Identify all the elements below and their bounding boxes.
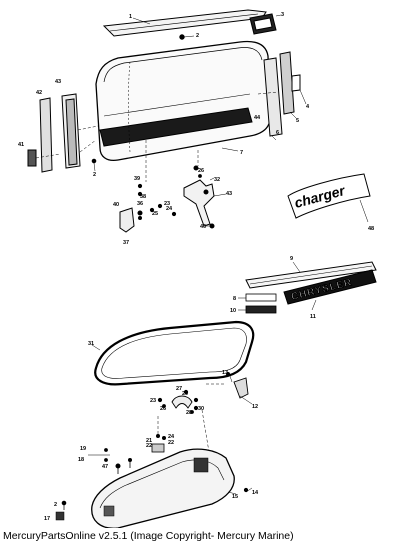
callout-9: 9 <box>290 256 293 262</box>
copyright-footer: MercuryPartsOnline v2.5.1 (Image Copyrig… <box>3 530 294 542</box>
callout-8: 8 <box>233 296 236 302</box>
callout-10: 10 <box>230 308 236 314</box>
callout-17: 17 <box>44 516 50 522</box>
part-left-plate[interactable] <box>27 149 37 167</box>
callout-23b: 23 <box>150 398 156 404</box>
callout-4: 4 <box>306 104 310 110</box>
callout-42: 42 <box>36 90 42 96</box>
callout-15: 15 <box>232 494 238 500</box>
callout-12: 12 <box>252 404 258 410</box>
callout-30: 30 <box>198 406 204 412</box>
callout-26: 26 <box>198 168 204 174</box>
part-plate-8[interactable] <box>245 293 277 302</box>
callout-44: 44 <box>254 115 261 121</box>
callout-7: 7 <box>240 150 243 156</box>
callout-39: 39 <box>134 176 140 182</box>
callout-27: 27 <box>176 386 182 392</box>
callout-25: 25 <box>152 211 158 217</box>
callout-3: 3 <box>281 12 284 18</box>
callout-40: 40 <box>113 202 119 208</box>
part-screw[interactable] <box>179 34 185 40</box>
part-side-trim-right[interactable] <box>263 57 283 137</box>
part-charger-decal[interactable] <box>287 173 371 219</box>
charger-decal-group: charger <box>287 173 371 223</box>
callout-26b: 26 <box>160 406 166 412</box>
callout-37: 37 <box>123 240 129 246</box>
callout-labels: 1 2 3 4 5 6 44 7 2 41 42 43 26 32 43 39 … <box>18 12 374 522</box>
part-hinge-bracket-left[interactable] <box>119 207 135 233</box>
callout-24b: 24 <box>168 434 175 440</box>
callout-19: 19 <box>80 446 86 452</box>
part-side-trim-left-outer[interactable] <box>39 97 53 173</box>
callout-32: 32 <box>214 177 220 183</box>
part-hinge-bracket-right[interactable] <box>183 179 215 227</box>
callout-29: 29 <box>182 391 188 397</box>
exploded-parts-diagram: charger CHRYSLER <box>18 9 377 528</box>
bottom-pan-group <box>91 448 237 528</box>
callout-2: 2 <box>196 33 199 39</box>
seal-group <box>91 320 255 386</box>
part-bracket-17[interactable] <box>55 511 65 521</box>
part-chrysler-decal[interactable] <box>283 269 377 305</box>
part-release-lever[interactable] <box>233 377 249 399</box>
callout-22: 22 <box>146 443 152 449</box>
callout-1: 1 <box>129 14 132 20</box>
callout-28: 28 <box>186 410 192 416</box>
callout-38: 38 <box>140 194 146 200</box>
callout-31: 31 <box>88 341 94 347</box>
part-block[interactable] <box>151 443 165 453</box>
callout-41: 41 <box>18 142 24 148</box>
callout-22b: 22 <box>168 440 174 446</box>
callout-24: 24 <box>166 206 173 212</box>
part-cowl-seal[interactable] <box>94 320 255 386</box>
callout-11: 11 <box>310 314 316 320</box>
callout-6: 6 <box>276 130 279 136</box>
callout-21: 21 <box>146 438 152 444</box>
part-side-label[interactable] <box>291 74 301 92</box>
callout-46: 46 <box>200 224 206 230</box>
callout-43b: 43 <box>226 191 232 197</box>
callout-23: 23 <box>164 201 170 207</box>
top-cowl-group <box>27 9 307 233</box>
lower-hardware-group <box>55 372 253 521</box>
part-latch-hook[interactable] <box>171 395 193 409</box>
callout-47: 47 <box>102 464 108 470</box>
callout-14: 14 <box>252 490 259 496</box>
callout-5: 5 <box>296 118 299 124</box>
callout-2b: 2 <box>93 172 96 178</box>
chrysler-decal-group: CHRYSLER <box>238 261 377 314</box>
part-plate-10[interactable] <box>245 305 277 314</box>
callout-43: 43 <box>55 79 61 85</box>
callout-2c: 2 <box>54 502 57 508</box>
callout-18: 18 <box>78 457 84 463</box>
callout-48: 48 <box>368 226 374 232</box>
callout-13: 13 <box>222 370 228 376</box>
callout-36: 36 <box>137 201 143 207</box>
